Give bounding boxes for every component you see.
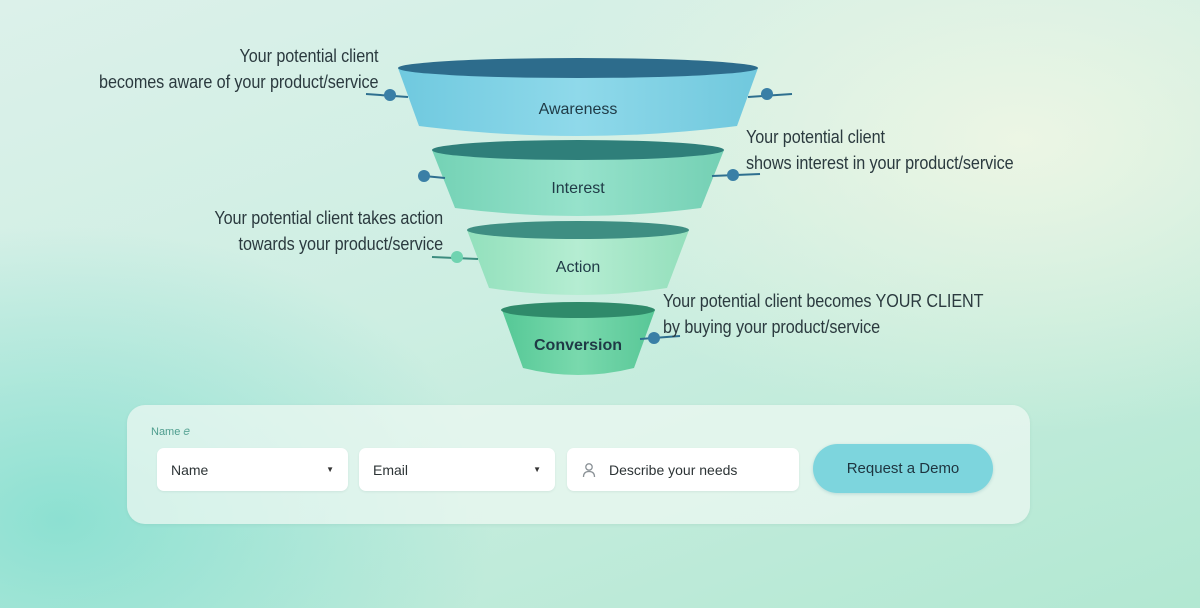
connector-action-left (431, 251, 479, 263)
email-select-value: Email (373, 461, 409, 478)
demo-request-form: Name 𝑒 Name ▼ Email ▼ Describe your need… (127, 405, 1030, 524)
annotation-action: Your potential client takes action towar… (214, 205, 443, 257)
needs-input-placeholder: Describe your needs (609, 461, 738, 478)
interest-label: Interest (551, 180, 605, 197)
connector-interest-left (418, 170, 446, 182)
needs-input[interactable]: Describe your needs (567, 448, 799, 491)
conversion-rim (501, 302, 655, 318)
chevron-down-icon: ▼ (326, 465, 334, 474)
chevron-down-icon: ▼ (533, 465, 541, 474)
action-rim (467, 221, 689, 239)
connector-awareness-left (365, 89, 409, 101)
user-icon (582, 462, 596, 477)
stage-interest: Interest (432, 140, 724, 216)
stage-conversion: Conversion (501, 302, 655, 375)
conversion-label: Conversion (534, 337, 622, 354)
conversion-body (502, 310, 655, 375)
email-select[interactable]: Email ▼ (359, 448, 555, 491)
funnel-diagram: Awareness Interest Action Conversion (365, 58, 793, 375)
annotation-awareness: Your potential client becomes aware of y… (99, 43, 378, 95)
action-body (467, 230, 689, 295)
awareness-label: Awareness (539, 101, 618, 118)
annotation-conversion-line2: by buying your product/service (663, 317, 881, 337)
request-demo-button[interactable]: Request a Demo (813, 444, 993, 493)
annotation-interest-line2: shows interest in your product/service (746, 153, 1014, 173)
annotation-awareness-line1: Your potential client (239, 46, 378, 66)
swirl-icon: 𝑒 (183, 424, 190, 438)
name-select-value: Name (171, 461, 209, 478)
name-select[interactable]: Name ▼ (157, 448, 348, 491)
annotation-interest: Your potential client shows interest in … (746, 124, 1014, 176)
action-label: Action (556, 259, 600, 276)
connector-awareness-right (747, 88, 793, 100)
stage-action: Action (467, 221, 689, 295)
annotation-interest-line1: Your potential client (746, 127, 885, 147)
annotation-action-line2: towards your product/service (238, 234, 443, 254)
annotation-awareness-line2: becomes aware of your product/service (98, 72, 378, 92)
annotation-conversion-line1: Your potential client becomes YOUR CLIEN… (663, 291, 984, 311)
interest-body (432, 150, 724, 216)
form-label: Name 𝑒 (151, 424, 190, 439)
connector-conversion-right (639, 332, 681, 344)
annotation-action-line1: Your potential client takes action (214, 208, 443, 228)
stage-awareness: Awareness (398, 58, 758, 136)
connector-interest-right (711, 169, 761, 181)
annotation-conversion: Your potential client becomes YOUR CLIEN… (663, 288, 984, 340)
interest-rim (432, 140, 724, 160)
awareness-rim (398, 58, 758, 78)
awareness-body (398, 68, 758, 136)
form-label-text: Name (151, 425, 181, 438)
